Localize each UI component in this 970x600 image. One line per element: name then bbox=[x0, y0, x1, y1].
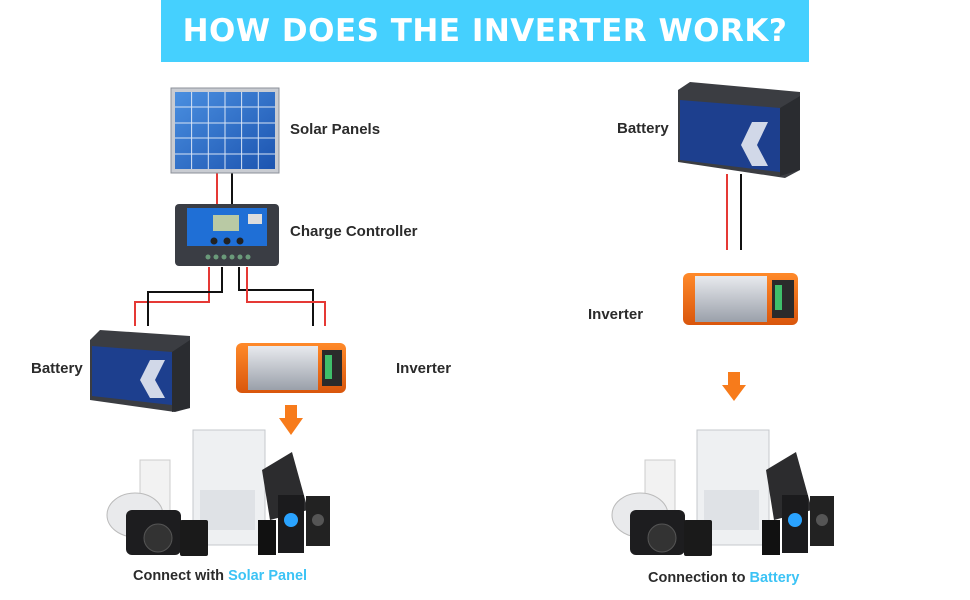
caption-left-highlight: Solar Panel bbox=[228, 568, 308, 584]
label-battery-right: Battery bbox=[617, 120, 669, 137]
label-charge-controller: Charge Controller bbox=[290, 223, 418, 240]
inverter-image-right bbox=[683, 273, 798, 325]
solar-panel-image bbox=[170, 87, 280, 174]
battery-image-left bbox=[90, 330, 190, 412]
label-solar-panels: Solar Panels bbox=[290, 121, 381, 138]
page-title: HOW DOES THE INVERTER WORK? bbox=[161, 0, 809, 62]
caption-right-prefix: Connection to bbox=[648, 570, 750, 586]
label-inverter-right: Inverter bbox=[588, 306, 644, 323]
arrow-down-icon bbox=[279, 405, 303, 435]
label-inverter-left: Inverter bbox=[396, 360, 452, 377]
caption-left-prefix: Connect with bbox=[133, 568, 229, 584]
appliances-image-left bbox=[106, 429, 330, 556]
caption-right-highlight: Battery bbox=[749, 570, 800, 586]
wires-right bbox=[726, 174, 742, 250]
caption-right: Connection to Battery bbox=[648, 570, 799, 586]
label-battery-left: Battery bbox=[31, 360, 83, 377]
appliances-image-right bbox=[611, 429, 834, 556]
charge-controller-image bbox=[175, 204, 279, 266]
caption-left: Connect with Solar Panel bbox=[133, 568, 307, 584]
battery-image-right bbox=[678, 82, 800, 178]
wires-left bbox=[134, 172, 326, 326]
inverter-image-left bbox=[236, 343, 346, 393]
arrow-down-icon bbox=[722, 372, 746, 401]
